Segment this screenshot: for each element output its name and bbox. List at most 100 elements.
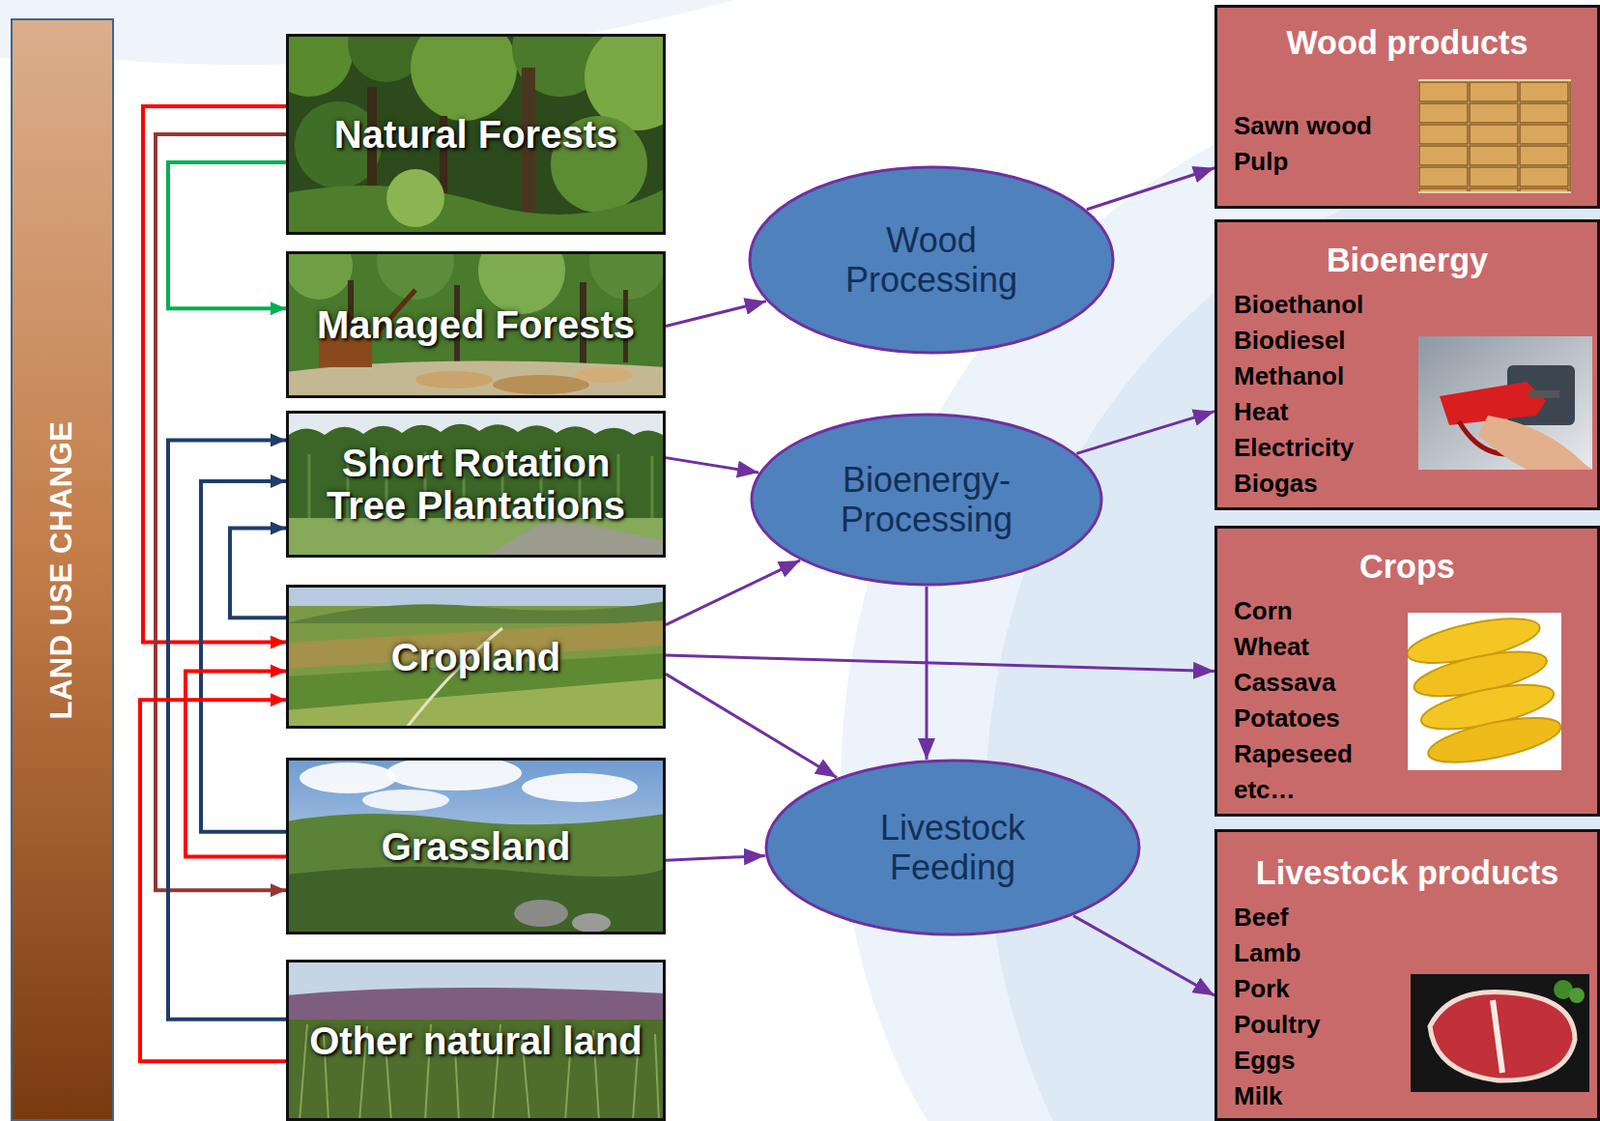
- natural-forest-photo: [285, 185, 666, 235]
- product-item: Electricity: [1233, 429, 1598, 466]
- tree-plantation-photo: [285, 410, 666, 558]
- natural-land-photo: [285, 987, 666, 1025]
- sawn-wood-picture: [1418, 81, 1572, 192]
- land-type-label: Grassland: [381, 825, 572, 868]
- land-photo-box: Short Rotation Tree Plantations: [285, 410, 666, 558]
- natural-land-photo: [285, 1019, 666, 1121]
- land-photo-box: Grassland: [285, 757, 666, 935]
- managed-forest-photo: [415, 371, 493, 389]
- product-box-fill: [1214, 4, 1600, 209]
- corn-picture: [1407, 612, 1562, 771]
- product-item: etc…: [1233, 771, 1598, 808]
- product-item: Rapeseed: [1233, 736, 1598, 772]
- managed-forest-photo: [285, 251, 666, 399]
- grassland-photo: [285, 757, 666, 935]
- natural-forest-photo: [386, 169, 445, 228]
- product-item: Potatoes: [1233, 700, 1598, 737]
- natural-land-photo: [285, 959, 666, 1121]
- tree-plantation-photo: [285, 410, 666, 558]
- band-label: LAND USE CHANGE: [45, 420, 81, 719]
- product-item: Poultry: [1233, 1006, 1598, 1043]
- fuel-nozzle-picture: [1528, 390, 1560, 399]
- product-box-fill: [1214, 525, 1600, 817]
- grassland-photo: [521, 772, 638, 802]
- process-label: Wood Processing: [825, 220, 1038, 301]
- process-ellipse: Livestock Feeding: [764, 758, 1142, 937]
- land-use-arrow: [229, 528, 286, 619]
- product-item: Milk: [1233, 1078, 1598, 1115]
- product-item: Sawn wood: [1233, 108, 1598, 144]
- product-item: Corn: [1233, 593, 1598, 629]
- land-photo-box: Cropland: [285, 584, 666, 729]
- product-box: BioenergyBioethanolBiodieselMethanolHeat…: [1214, 219, 1600, 511]
- land-type-label: Cropland: [391, 635, 562, 679]
- process-label: Livestock Feeding: [846, 807, 1059, 888]
- product-box: CropsCornWheatCassavaPotatoesRapeseedetc…: [1214, 525, 1600, 817]
- managed-forest-photo: [285, 251, 353, 300]
- product-item: Cassava: [1233, 664, 1598, 701]
- product-item: Bioethanol: [1233, 286, 1598, 323]
- land-use-band: LAND USE CHANGE: [10, 18, 115, 1121]
- flow-arrow: [665, 301, 767, 327]
- grassland-photo: [299, 762, 397, 794]
- land-type-label: Short Rotation Tree Plantations: [298, 441, 654, 527]
- cropland-photo: [285, 584, 666, 729]
- product-item: Pork: [1233, 971, 1598, 1007]
- fuel-nozzle-picture: [1418, 336, 1593, 470]
- flow-arrow: [1076, 411, 1215, 455]
- natural-forest-photo: [285, 33, 666, 235]
- cropland-photo: [285, 584, 666, 729]
- product-item: Eggs: [1233, 1042, 1598, 1079]
- product-item: Beef: [1233, 899, 1598, 936]
- product-box-fill: [1214, 828, 1600, 1121]
- sawn-wood-picture: [1418, 79, 1572, 194]
- cropland-photo: [285, 600, 666, 624]
- land-type-label: Natural Forests: [334, 113, 618, 156]
- flow-arrow: [665, 457, 759, 473]
- flow-arrow: [665, 856, 766, 861]
- product-item: Biogas: [1233, 465, 1598, 502]
- fuel-nozzle-picture: [1478, 415, 1593, 470]
- land-type-label: Other natural land: [309, 1019, 643, 1062]
- flow-arrow: [665, 560, 800, 626]
- grassland-photo: [285, 866, 666, 935]
- grassland-photo: [362, 789, 450, 811]
- product-box-fill: [1214, 4, 1600, 1121]
- flow-arrow: [1073, 915, 1215, 997]
- product-item: Methanol: [1233, 358, 1598, 395]
- cropland-photo: [285, 678, 666, 729]
- fuel-nozzle-picture: [1418, 336, 1593, 470]
- product-item-list: BioethanolBiodieselMethanolHeatElectrici…: [1217, 286, 1598, 502]
- product-item-list: BeefLambPorkPoultryEggsMilk: [1217, 899, 1598, 1115]
- grassland-photo: [571, 913, 611, 933]
- land-use-arrow: [168, 439, 286, 1019]
- flow-arrow: [665, 673, 837, 777]
- land-use-arrow: [140, 699, 286, 1061]
- land-photo-box: Other natural land: [285, 959, 666, 1121]
- grassland-photo: [386, 757, 522, 791]
- land-use-arrow: [155, 134, 286, 890]
- ellipse-outline: [751, 414, 1102, 585]
- land-type-label: Managed Forests: [316, 303, 635, 346]
- land-use-arrow: [168, 162, 286, 309]
- product-item: Heat: [1233, 394, 1598, 430]
- product-box: Livestock productsBeefLambPorkPoultryEgg…: [1214, 828, 1600, 1121]
- product-item-list: CornWheatCassavaPotatoesRapeseedetc…: [1217, 593, 1598, 808]
- ellipse-outline: [749, 167, 1114, 353]
- tree-plantation-photo: [483, 522, 666, 558]
- natural-forest-photo: [410, 33, 517, 121]
- flow-arrow: [1086, 168, 1215, 210]
- steak-picture: [1429, 991, 1575, 1081]
- flow-arrow: [925, 586, 929, 760]
- product-item: Wheat: [1233, 628, 1598, 665]
- process-ellipse: Wood Processing: [747, 165, 1115, 355]
- managed-forest-photo: [574, 367, 633, 383]
- product-box: Wood productsSawn woodPulp: [1214, 4, 1600, 209]
- grassland-photo: [514, 899, 569, 927]
- steak-picture: [1410, 973, 1590, 1092]
- product-item: Biodiesel: [1233, 322, 1598, 359]
- sawn-wood-picture: [1418, 79, 1572, 194]
